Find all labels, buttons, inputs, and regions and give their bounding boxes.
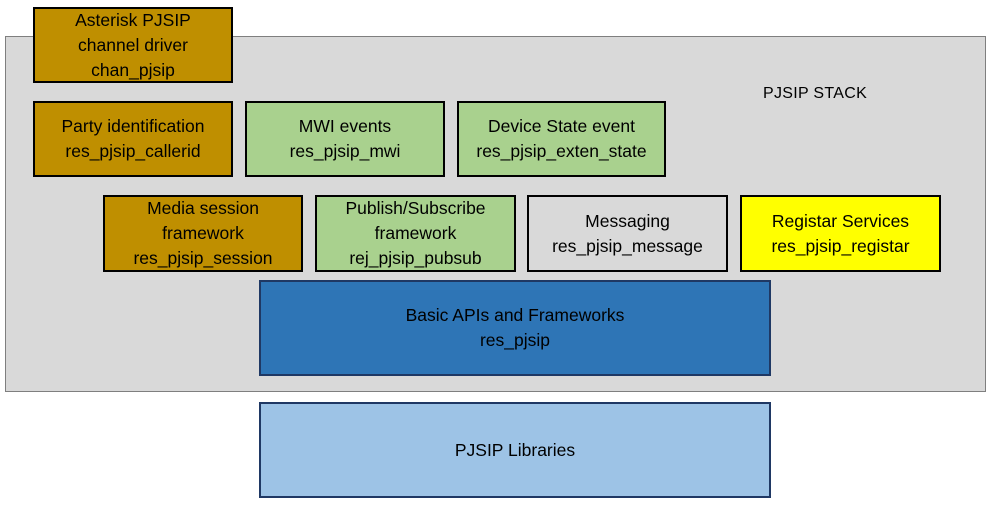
- party-identification-line-1: Party identification: [61, 116, 205, 136]
- media-session-line-3: res_pjsip_session: [133, 248, 273, 268]
- device-state-line-1: Device State event: [488, 116, 635, 136]
- publish-subscribe-line-2: framework: [374, 223, 457, 243]
- mwi-events-line-2: res_pjsip_mwi: [289, 141, 401, 161]
- party-identification-box: Party identification res_pjsip_callerid: [33, 101, 233, 177]
- registar-services-line-1: Registar Services: [771, 210, 910, 231]
- registar-services-box: Registar Services res_pjsip_registar: [740, 195, 941, 272]
- media-session-line-1: Media session: [147, 198, 259, 218]
- pjsip-libraries-line-1: PJSIP Libraries: [454, 439, 576, 460]
- publish-subscribe-box: Publish/Subscribe framework rej_pjsip_pu…: [315, 195, 516, 272]
- channel-driver-line-2: channel driver: [78, 34, 188, 55]
- basic-apis-line-1: Basic APIs and Frameworks: [405, 305, 625, 325]
- party-identification-line-2: res_pjsip_callerid: [65, 141, 201, 161]
- pjsip-stack-label: PJSIP STACK: [763, 85, 868, 102]
- mwi-events-line-1: MWI events: [298, 116, 392, 136]
- messaging-line-2: res_pjsip_message: [552, 235, 703, 256]
- messaging-box: Messaging res_pjsip_message: [527, 195, 728, 272]
- basic-apis-line-2: res_pjsip: [479, 330, 551, 350]
- device-state-line-2: res_pjsip_exten_state: [476, 141, 647, 161]
- media-session-box: Media session framework res_pjsip_sessio…: [103, 195, 303, 272]
- pjsip-libraries-box: PJSIP Libraries: [259, 402, 771, 498]
- registar-services-line-2: res_pjsip_registar: [771, 235, 910, 256]
- publish-subscribe-line-3: rej_pjsip_pubsub: [349, 248, 482, 268]
- device-state-box: Device State event res_pjsip_exten_state: [457, 101, 666, 177]
- media-session-line-2: framework: [162, 223, 244, 243]
- publish-subscribe-line-1: Publish/Subscribe: [345, 198, 486, 218]
- channel-driver-line-3: chan_pjsip: [91, 59, 175, 80]
- channel-driver-box: Asterisk PJSIP channel driver chan_pjsip: [33, 7, 233, 83]
- basic-apis-box: Basic APIs and Frameworks res_pjsip: [259, 280, 771, 376]
- messaging-line-1: Messaging: [585, 210, 670, 231]
- mwi-events-box: MWI events res_pjsip_mwi: [245, 101, 445, 177]
- channel-driver-line-1: Asterisk PJSIP: [75, 9, 191, 30]
